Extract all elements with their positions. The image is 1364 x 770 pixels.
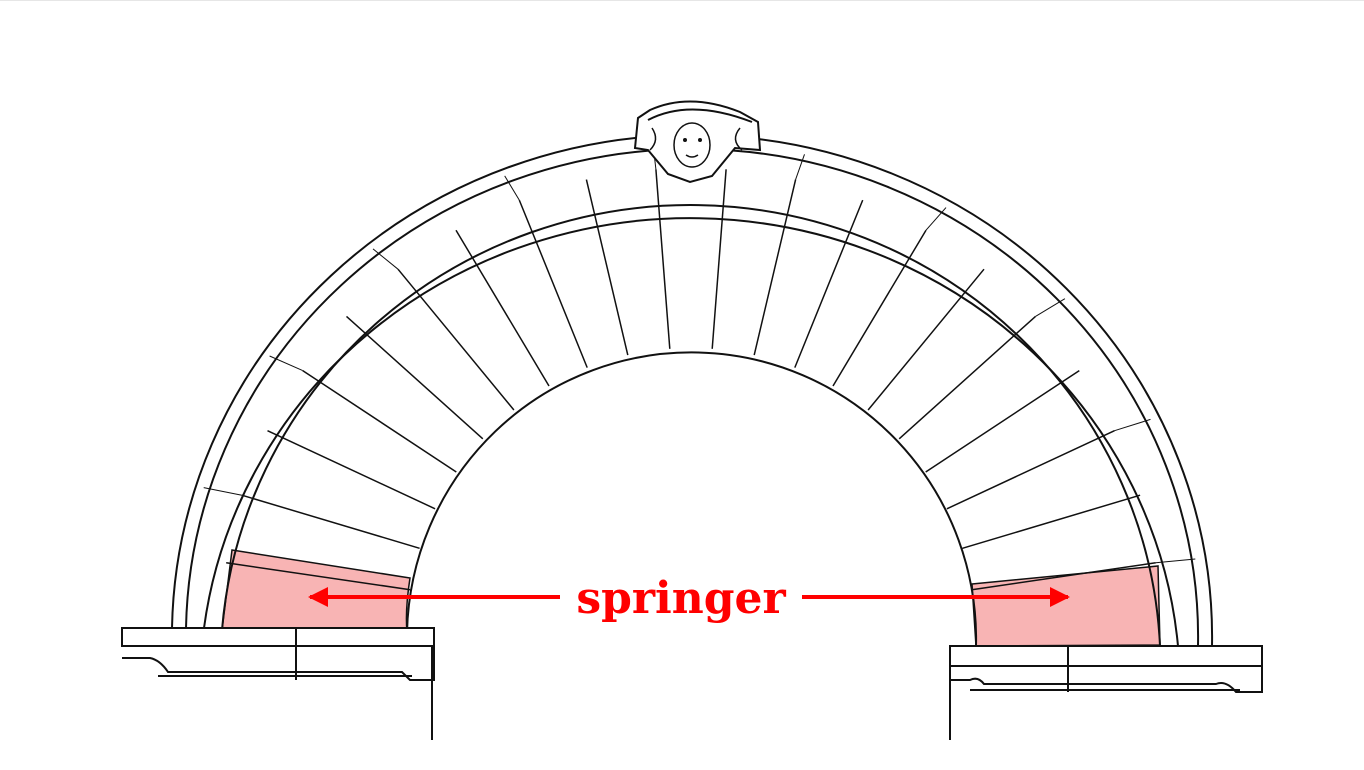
voussoir-joint (585, 179, 629, 356)
voussoir-joint (302, 369, 457, 473)
moulding-joint (1114, 418, 1151, 432)
voussoir-joint (753, 179, 797, 356)
voussoir-joint (455, 229, 550, 387)
moulding-joint (372, 248, 399, 270)
springer-stone-right (971, 565, 1161, 647)
left-impost (121, 627, 435, 681)
voussoir-joint (711, 169, 727, 349)
springer-label: springer (576, 573, 786, 624)
moulding-joint (504, 175, 520, 201)
voussoir-joint (971, 562, 1156, 591)
moulding-joint (269, 355, 303, 372)
top-divider (0, 0, 1364, 1)
voussoir-joint (226, 562, 411, 591)
voussoir-joint (794, 199, 864, 368)
middle-arch-ring (203, 217, 1179, 647)
moulding-joint (1035, 298, 1066, 317)
moulding-joint (795, 154, 805, 180)
voussoir-joint (655, 169, 671, 349)
voussoir-joint (867, 268, 985, 411)
moulding-joint (1155, 558, 1196, 564)
face-keystone-icon (633, 100, 762, 184)
voussoir-joint (962, 494, 1141, 550)
voussoir-joints (203, 143, 1196, 591)
voussoir-joint (898, 315, 1037, 440)
moulding-joint (203, 487, 242, 496)
voussoir-joint (267, 430, 436, 510)
voussoir-joint (345, 315, 484, 440)
voussoir-joint (241, 494, 420, 550)
voussoir-joint (518, 199, 588, 368)
springer-stone-left (221, 549, 411, 633)
moulding-joint (925, 207, 947, 231)
intrados-ring (406, 351, 978, 647)
voussoir-joint (946, 430, 1115, 510)
voussoir-joint (832, 229, 927, 387)
extrados-ring (221, 204, 1161, 647)
voussoir-joint (397, 268, 515, 411)
right-impost (949, 645, 1263, 693)
voussoir-joint (925, 369, 1080, 473)
